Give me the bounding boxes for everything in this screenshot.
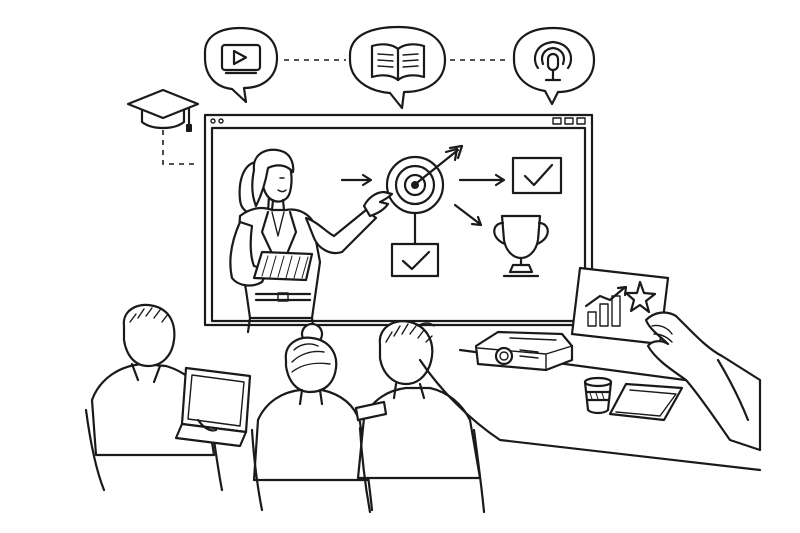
growth-chart-icon xyxy=(584,280,657,327)
audience-man-right xyxy=(354,320,486,514)
podcast-microphone-icon xyxy=(533,40,573,82)
holding-hand xyxy=(644,311,762,452)
graduation-cap-icon xyxy=(126,88,200,132)
target-icon xyxy=(385,144,464,215)
trophy-icon xyxy=(493,214,549,278)
book-bubble xyxy=(348,25,447,110)
audience-woman-middle xyxy=(250,322,374,512)
podcast-bubble xyxy=(512,26,596,106)
video-player-icon xyxy=(220,43,262,75)
presenter-woman xyxy=(229,148,394,334)
checkbox-icon xyxy=(511,156,563,195)
checkbox-icon xyxy=(390,242,440,278)
connector-dash xyxy=(162,130,198,165)
open-book-icon xyxy=(370,43,426,82)
audience-man-left xyxy=(84,303,252,492)
projector-icon xyxy=(474,330,574,372)
video-bubble xyxy=(203,26,279,104)
growth-card xyxy=(570,266,670,346)
notebook-icon xyxy=(608,382,684,422)
flow-arrow xyxy=(453,203,482,226)
coffee-cup-icon xyxy=(583,376,613,415)
